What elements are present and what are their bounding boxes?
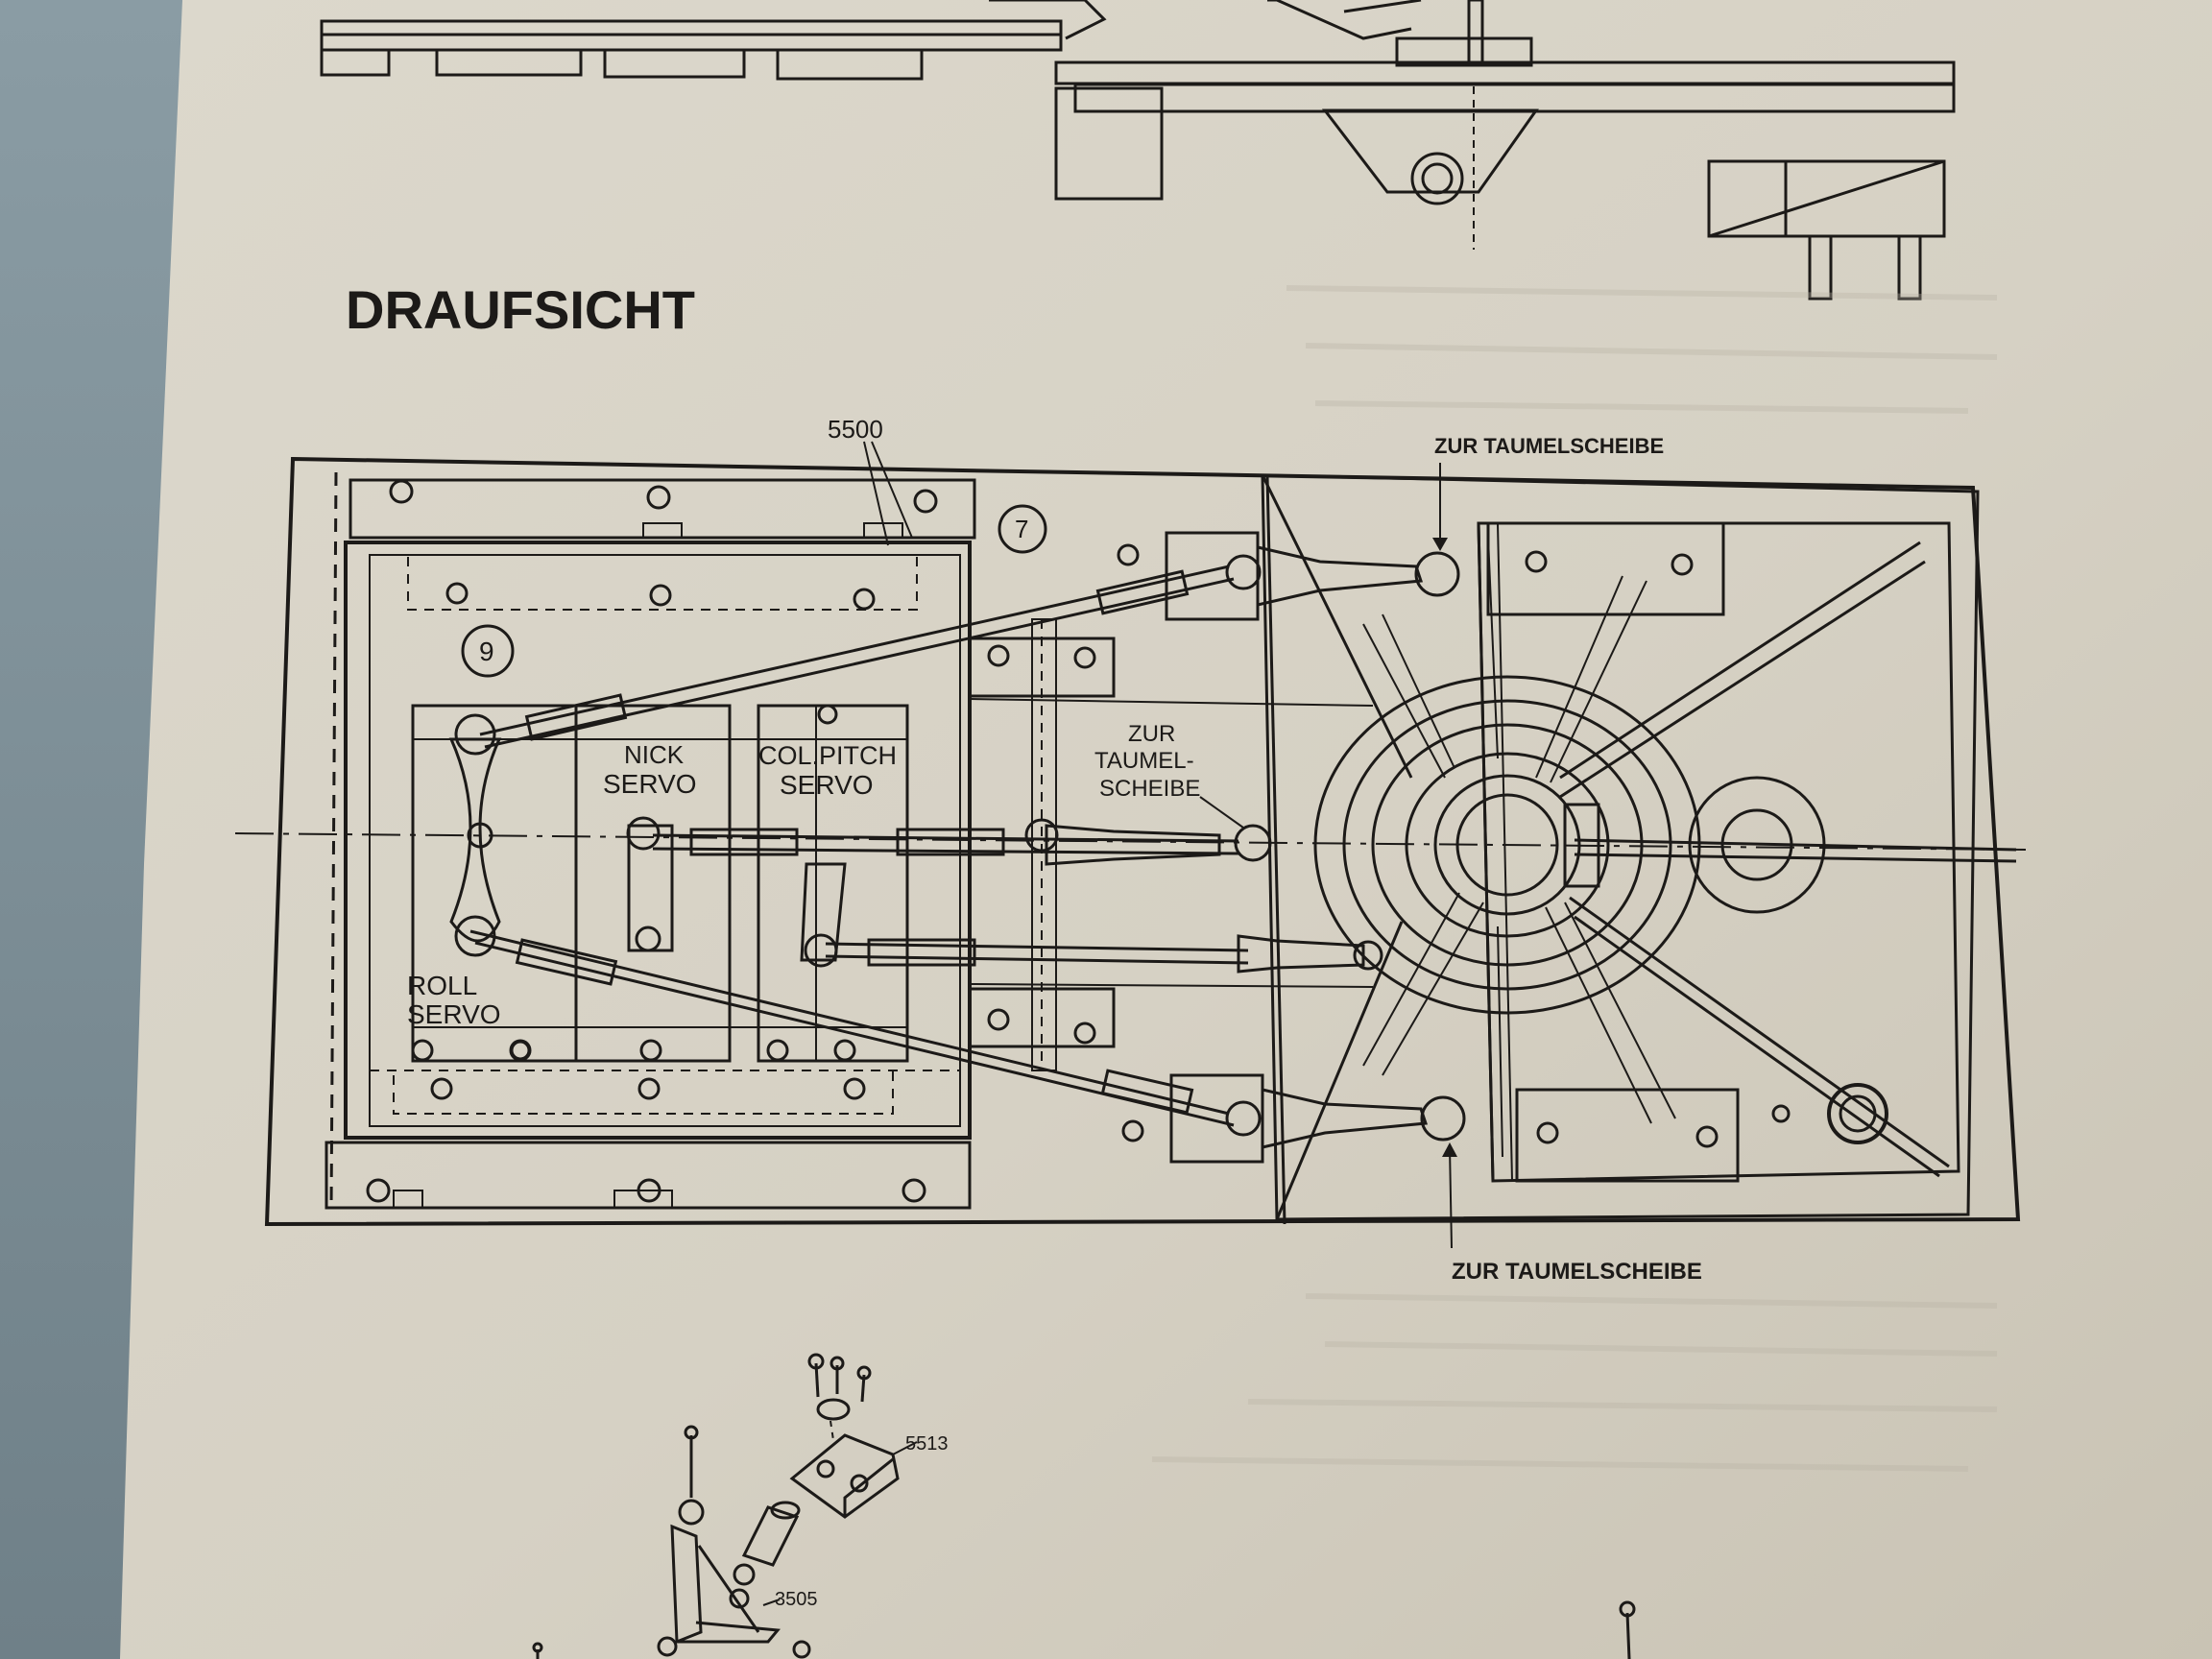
callout-7-circle — [998, 504, 1047, 554]
main-gear — [1313, 675, 1701, 1015]
top-view-drawing — [234, 441, 2027, 1249]
paper-sheet — [120, 0, 2212, 1659]
side-view-drawing — [320, 0, 1956, 301]
swashplate-label-center-line2: TAUMEL- — [1094, 748, 1194, 774]
exploded-detail-drawing — [532, 1353, 1636, 1659]
rotor-spokes — [1362, 537, 1676, 1158]
roll-servo-arm — [448, 737, 502, 943]
col-pitch-servo-body — [757, 704, 909, 1063]
part-number-3505: 3505 — [775, 1589, 818, 1610]
rod-sleeves — [515, 569, 1194, 1115]
callout-7: 7 — [1015, 515, 1028, 543]
swashplate-label-center-line1: ZUR — [1128, 721, 1175, 747]
col-servo-arm — [800, 862, 847, 962]
callout-9: 9 — [479, 637, 494, 666]
roll-servo-label-line2: SERVO — [407, 999, 501, 1029]
part-number-5513: 5513 — [905, 1433, 949, 1455]
nick-servo-label-line2: SERVO — [603, 769, 697, 799]
col-pitch-servo-label-line1: COL.PITCH — [758, 741, 897, 770]
top-mounting-bar — [349, 478, 976, 540]
page-heading: DRAUFSICHT — [346, 279, 695, 340]
swashplate-label-bottom: ZUR TAUMELSCHEIBE — [1452, 1259, 1702, 1285]
col-pitch-servo-label-line2: SERVO — [780, 770, 874, 800]
part-number-5500: 5500 — [828, 415, 883, 444]
callout-9-circle — [461, 624, 515, 678]
swashplate-label-top: ZUR TAUMELSCHEIBE — [1434, 434, 1664, 458]
show-through-texture — [1151, 285, 1998, 1472]
tail-pulley — [1688, 776, 1826, 914]
bottom-mounting-bar — [325, 1141, 972, 1210]
center-axis — [234, 832, 2027, 851]
nick-servo-label-line1: NICK — [624, 740, 685, 769]
roll-servo-label-line1: ROLL — [407, 971, 477, 1000]
swashplate-label-center-line3: SCHEIBE — [1099, 776, 1200, 802]
mounting-screws — [366, 479, 1791, 1203]
